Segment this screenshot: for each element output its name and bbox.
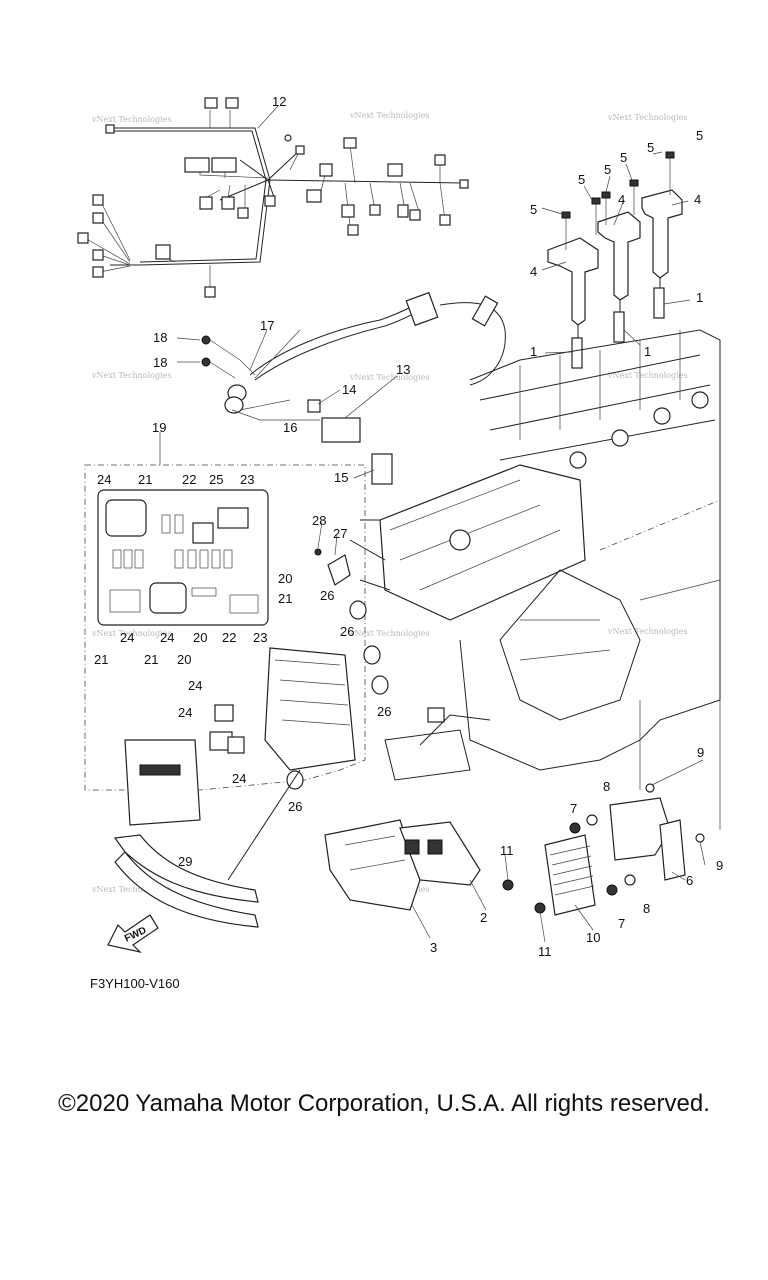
callout-8: 8 xyxy=(603,779,610,794)
fuse-box-region xyxy=(84,464,389,826)
callout-24: 24 xyxy=(97,472,111,487)
callout-24: 24 xyxy=(232,771,246,786)
callout-25: 25 xyxy=(209,472,223,487)
parts-diagram: vNext Technologies vNext Technologies vN… xyxy=(77,94,723,959)
callout-21: 21 xyxy=(94,652,108,667)
callout-1: 1 xyxy=(530,344,537,359)
callout-5: 5 xyxy=(647,140,654,155)
watermark: vNext Technologies xyxy=(349,111,429,120)
ignition-coils xyxy=(547,151,683,369)
callout-19: 19 xyxy=(152,420,166,435)
callout-24: 24 xyxy=(188,678,202,693)
callout-21: 21 xyxy=(138,472,152,487)
callout-5: 5 xyxy=(620,150,627,165)
callout-10: 10 xyxy=(586,930,600,945)
callout-11: 11 xyxy=(538,944,552,959)
callout-26: 26 xyxy=(340,624,354,639)
callout-20: 20 xyxy=(278,571,292,586)
callout-26: 26 xyxy=(320,588,334,603)
callout-2: 2 xyxy=(480,910,487,925)
callout-4: 4 xyxy=(530,264,537,279)
callout-13: 13 xyxy=(396,362,410,377)
callout-23: 23 xyxy=(240,472,254,487)
callout-3: 3 xyxy=(430,940,437,955)
callout-6: 6 xyxy=(686,873,693,888)
leader-lines xyxy=(159,105,706,943)
engine-block xyxy=(349,329,721,771)
callout-8: 8 xyxy=(643,901,650,916)
callout-16: 16 xyxy=(283,420,297,435)
callout-24: 24 xyxy=(178,705,192,720)
callout-9: 9 xyxy=(716,858,723,873)
sensor-assembly xyxy=(201,291,506,485)
strap-band xyxy=(113,769,301,928)
callout-11: 11 xyxy=(500,843,514,858)
control-modules xyxy=(324,707,491,911)
watermark: vNext Technologies xyxy=(91,885,171,894)
watermark: vNext Technologies xyxy=(349,373,429,382)
callout-18: 18 xyxy=(153,330,167,345)
callout-22: 22 xyxy=(222,630,236,645)
watermark: vNext Technologies xyxy=(607,371,687,380)
watermark: vNext Technologies xyxy=(91,115,171,124)
watermark: vNext Technologies xyxy=(349,629,429,638)
copyright-notice: ©2020 Yamaha Motor Corporation, U.S.A. A… xyxy=(58,1090,710,1117)
callout-24: 24 xyxy=(160,630,174,645)
watermark: vNext Technologies xyxy=(607,113,687,122)
wire-harness xyxy=(77,97,469,298)
callout-7: 7 xyxy=(570,801,577,816)
watermark: vNext Technologies xyxy=(91,371,171,380)
callout-26: 26 xyxy=(288,799,302,814)
callout-9: 9 xyxy=(697,745,704,760)
callout-4: 4 xyxy=(694,192,701,207)
callout-1: 1 xyxy=(696,290,703,305)
callout-28: 28 xyxy=(312,513,326,528)
watermark: vNext Technologies xyxy=(91,629,171,638)
callout-23: 23 xyxy=(253,630,267,645)
callout-5: 5 xyxy=(530,202,537,217)
callout-5: 5 xyxy=(578,172,585,187)
callout-20: 20 xyxy=(193,630,207,645)
callout-7: 7 xyxy=(618,916,625,931)
callout-18: 18 xyxy=(153,355,167,370)
callout-22: 22 xyxy=(182,472,196,487)
callout-26: 26 xyxy=(377,704,391,719)
callout-5: 5 xyxy=(696,128,703,143)
callout-4: 4 xyxy=(618,192,625,207)
callout-20: 20 xyxy=(177,652,191,667)
callout-27: 27 xyxy=(333,526,347,541)
callout-numbers: 12 5 5 5 5 5 4 4 4 5 1 1 1 17 18 18 13 1… xyxy=(94,94,723,959)
callout-17: 17 xyxy=(260,318,274,333)
diagram-code: F3YH100-V160 xyxy=(90,976,180,991)
callout-1: 1 xyxy=(644,344,651,359)
callout-21: 21 xyxy=(278,591,292,606)
watermark: vNext Technologies xyxy=(607,627,687,636)
callout-12: 12 xyxy=(272,94,286,109)
callout-14: 14 xyxy=(342,382,356,397)
callout-15: 15 xyxy=(334,470,348,485)
callout-29: 29 xyxy=(178,854,192,869)
callout-5: 5 xyxy=(604,162,611,177)
callout-21: 21 xyxy=(144,652,158,667)
fwd-arrow: FWD xyxy=(107,914,159,954)
callout-24: 24 xyxy=(120,630,134,645)
rectifier-assembly xyxy=(502,700,721,916)
